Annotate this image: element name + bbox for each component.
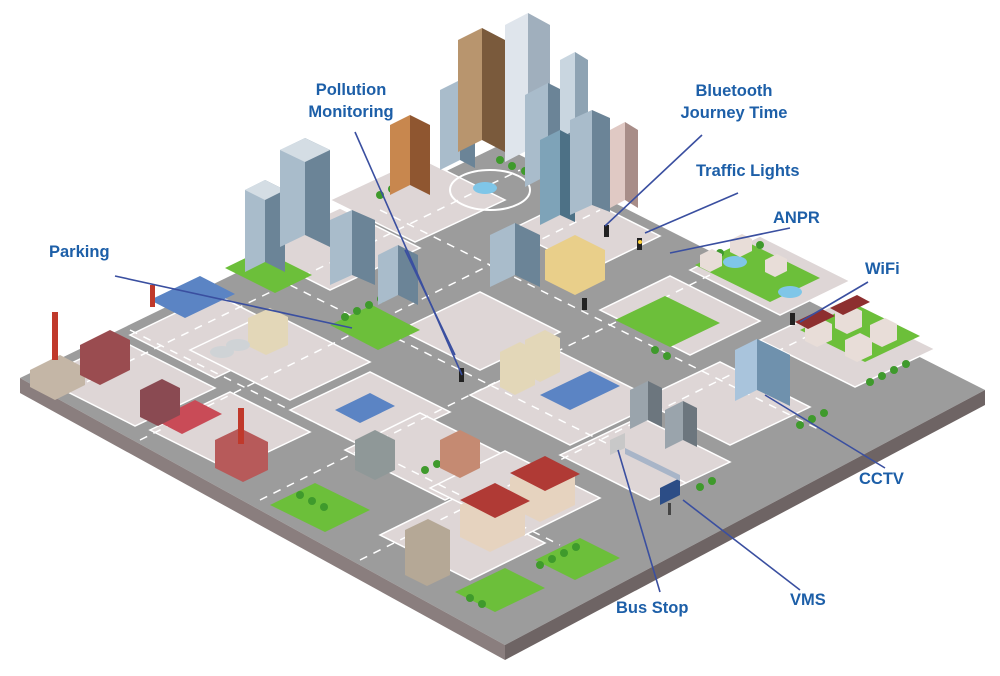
bus-stop-label: Bus Stop [616, 599, 689, 617]
wifi-leader [799, 281, 869, 323]
cctv-leader [764, 394, 886, 469]
parking-leader [114, 275, 353, 329]
trees [296, 156, 910, 608]
bluetooth-journey-time-label: Bluetooth Journey Time [680, 82, 788, 122]
pollution-monitoring-label: Pollution Monitoring [308, 81, 394, 121]
bluetooth-leader [604, 134, 703, 227]
leader-lines [114, 131, 886, 593]
wifi-label: WiFi [865, 260, 900, 278]
traffic-lights-label: Traffic Lights [696, 162, 800, 180]
anpr-leader [669, 227, 791, 254]
cctv-label: CCTV [859, 470, 904, 488]
parking-label: Parking [49, 243, 110, 261]
anpr-label: ANPR [773, 209, 820, 227]
vms-leader [682, 499, 801, 591]
bus-stop-leader [617, 449, 661, 593]
pollution-leader [354, 131, 463, 376]
vms-label: VMS [790, 591, 826, 609]
skyscrapers [245, 13, 790, 449]
pollution-leader-2 [404, 249, 456, 356]
street-furniture [459, 225, 795, 515]
traffic-lights-leader [644, 192, 739, 234]
low-rise-buildings [30, 234, 897, 586]
